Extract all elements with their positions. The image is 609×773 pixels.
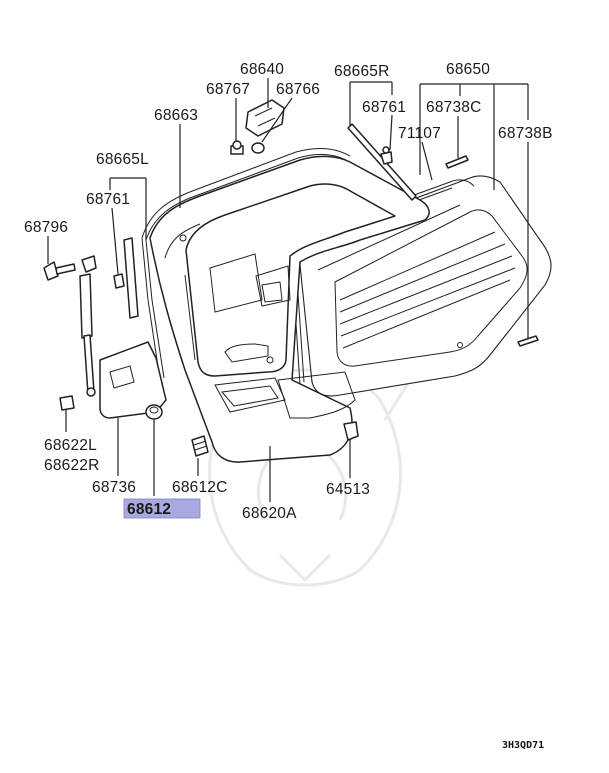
ball-stud[interactable] (59, 395, 75, 411)
label-68767[interactable]: 68767 (206, 81, 250, 98)
diagram-code: 3H3QD71 (502, 740, 544, 751)
defroster-lines (339, 231, 516, 349)
label-68665r[interactable]: 68665R (334, 63, 390, 80)
label-68612c[interactable]: 68612C (172, 479, 228, 496)
leader-lines (47, 78, 529, 502)
side-trim-right[interactable] (347, 123, 417, 201)
label-68622l[interactable]: 68622L (44, 437, 97, 454)
bolt-68767[interactable] (230, 140, 244, 155)
clip-64513[interactable] (343, 421, 359, 441)
molding-68738c[interactable] (445, 155, 469, 169)
label-68761-right[interactable]: 68761 (362, 99, 406, 116)
label-68761-left[interactable]: 68761 (86, 191, 130, 208)
label-68766[interactable]: 68766 (276, 81, 320, 98)
label-68736[interactable]: 68736 (92, 479, 136, 496)
label-68665l[interactable]: 68665L (96, 151, 149, 168)
label-68738b[interactable]: 68738B (498, 125, 553, 142)
bolt-68796[interactable] (43, 261, 76, 281)
label-68612-selected[interactable]: 68612 (127, 501, 171, 518)
tailgate-weatherstrip[interactable] (141, 148, 351, 381)
label-71107[interactable]: 71107 (398, 125, 441, 142)
selected-part-highlight (123, 498, 201, 519)
trim-panel-68736[interactable] (99, 341, 167, 419)
gas-strut[interactable] (79, 255, 97, 397)
hinge-68640[interactable] (245, 99, 285, 137)
label-68620a[interactable]: 68620A (242, 505, 297, 522)
side-trim-left[interactable] (123, 237, 139, 319)
tailgate-panel[interactable] (149, 155, 463, 463)
cap-68766[interactable] (251, 142, 265, 154)
part-labels: 68640 68767 68766 68665R 68650 68663 687… (24, 61, 553, 522)
cushion-68612c[interactable] (191, 435, 209, 457)
label-64513[interactable]: 64513 (326, 481, 370, 498)
label-68663[interactable]: 68663 (154, 107, 198, 124)
label-68738c[interactable]: 68738C (426, 99, 482, 116)
molding-68738b[interactable] (517, 335, 539, 347)
clip-68761-right[interactable] (380, 146, 393, 165)
label-68622r[interactable]: 68622R (44, 457, 100, 474)
label-68796[interactable]: 68796 (24, 219, 68, 236)
clip-68761-left[interactable] (113, 273, 125, 289)
stopper-68612[interactable] (145, 404, 163, 420)
label-68650[interactable]: 68650 (446, 61, 490, 78)
label-68640[interactable]: 68640 (240, 61, 284, 78)
